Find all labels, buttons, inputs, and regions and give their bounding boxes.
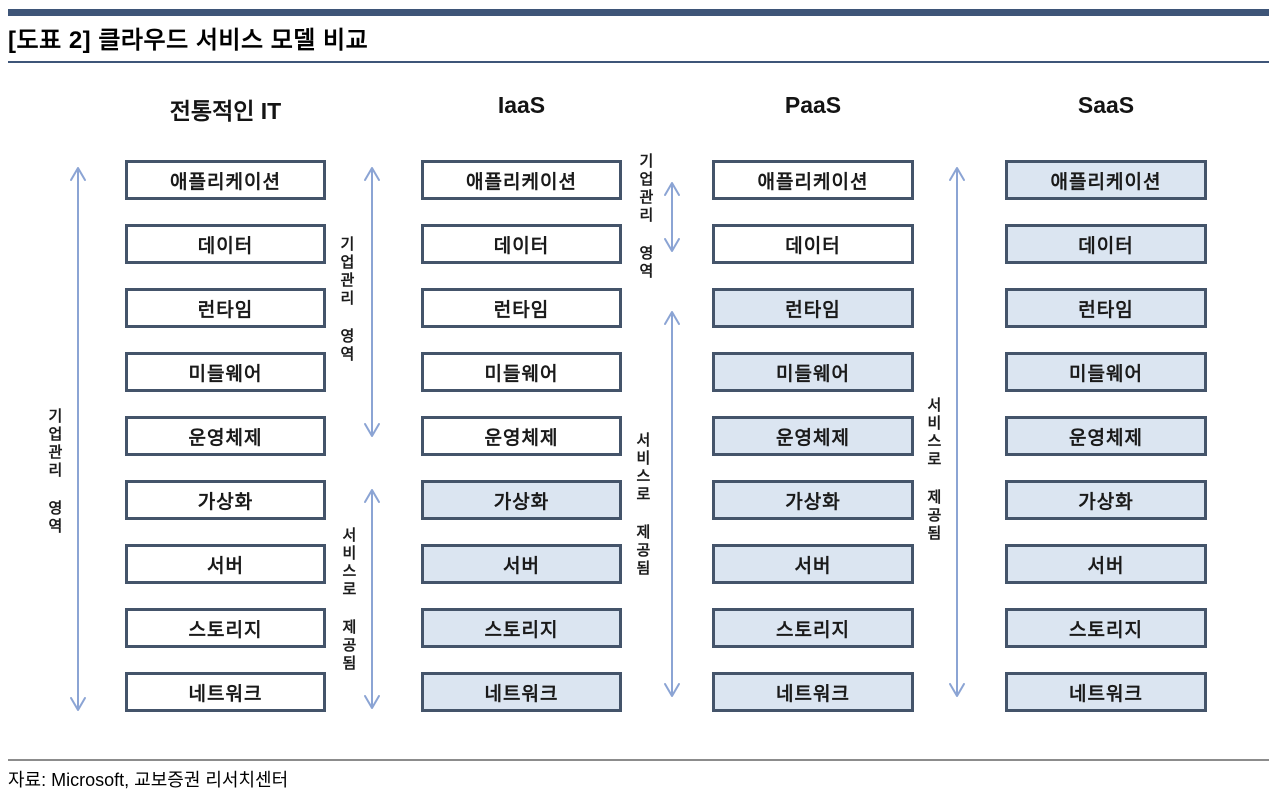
double-arrow-paas-enterprise [664, 182, 680, 252]
column-title-traditional-it: 전통적인 IT [169, 98, 282, 124]
layer-box: 스토리지 [1005, 608, 1207, 648]
title-divider [8, 61, 1269, 63]
layer-box: 네트워크 [1005, 672, 1207, 712]
layer-box: 런타임 [421, 288, 622, 328]
layer-box: 네트워크 [125, 672, 326, 712]
layer-box: 네트워크 [421, 672, 622, 712]
layer-box: 서버 [421, 544, 622, 584]
layer-box: 데이터 [712, 224, 914, 264]
double-arrow-paas-service [664, 311, 680, 697]
double-arrow-traditional-enterprise [70, 167, 86, 711]
footer-divider [8, 759, 1269, 761]
label-enterprise-area-traditional: 기업관리 영역 [45, 408, 63, 536]
label-service-provided-paas: 서비스로 제공됨 [633, 432, 651, 578]
layer-box: 운영체제 [421, 416, 622, 456]
layer-box: 런타임 [1005, 288, 1207, 328]
layer-box: 가상화 [712, 480, 914, 520]
layer-box: 미들웨어 [1005, 352, 1207, 392]
layer-box: 네트워크 [712, 672, 914, 712]
layer-box: 데이터 [125, 224, 326, 264]
layer-box: 서버 [712, 544, 914, 584]
label-service-provided-saas: 서비스로 제공됨 [924, 397, 942, 543]
layer-box: 미들웨어 [125, 352, 326, 392]
source-note: 자료: Microsoft, 교보증권 리서치센터 [8, 770, 289, 790]
layer-box: 운영체제 [125, 416, 326, 456]
layer-box: 미들웨어 [421, 352, 622, 392]
layer-box: 스토리지 [125, 608, 326, 648]
layer-box: 데이터 [421, 224, 622, 264]
layer-box: 가상화 [421, 480, 622, 520]
layer-box: 가상화 [125, 480, 326, 520]
column-title-saas: SaaS [1077, 92, 1135, 118]
layer-box: 스토리지 [712, 608, 914, 648]
layer-box: 가상화 [1005, 480, 1207, 520]
layer-box: 서버 [1005, 544, 1207, 584]
page-title: [도표 2] 클라우드 서비스 모델 비교 [8, 27, 369, 54]
double-arrow-saas-service [949, 167, 965, 697]
layer-box: 스토리지 [421, 608, 622, 648]
layer-box: 애플리케이션 [125, 160, 326, 200]
layer-box: 운영체제 [712, 416, 914, 456]
layer-box: 애플리케이션 [421, 160, 622, 200]
layer-box: 운영체제 [1005, 416, 1207, 456]
double-arrow-iaas-service [364, 489, 380, 709]
label-enterprise-area-iaas: 기업관리 영역 [337, 236, 355, 364]
layer-box: 런타임 [125, 288, 326, 328]
column-title-iaas: IaaS [497, 92, 546, 118]
double-arrow-iaas-enterprise [364, 167, 380, 437]
layer-box: 애플리케이션 [712, 160, 914, 200]
header-accent-bar [8, 9, 1269, 16]
layer-box: 애플리케이션 [1005, 160, 1207, 200]
layer-box: 런타임 [712, 288, 914, 328]
layer-box: 데이터 [1005, 224, 1207, 264]
layer-box: 미들웨어 [712, 352, 914, 392]
layer-box: 서버 [125, 544, 326, 584]
label-enterprise-area-paas: 기업관리 영역 [636, 153, 654, 281]
column-title-paas: PaaS [784, 92, 842, 118]
label-service-provided-iaas: 서비스로 제공됨 [339, 527, 357, 673]
